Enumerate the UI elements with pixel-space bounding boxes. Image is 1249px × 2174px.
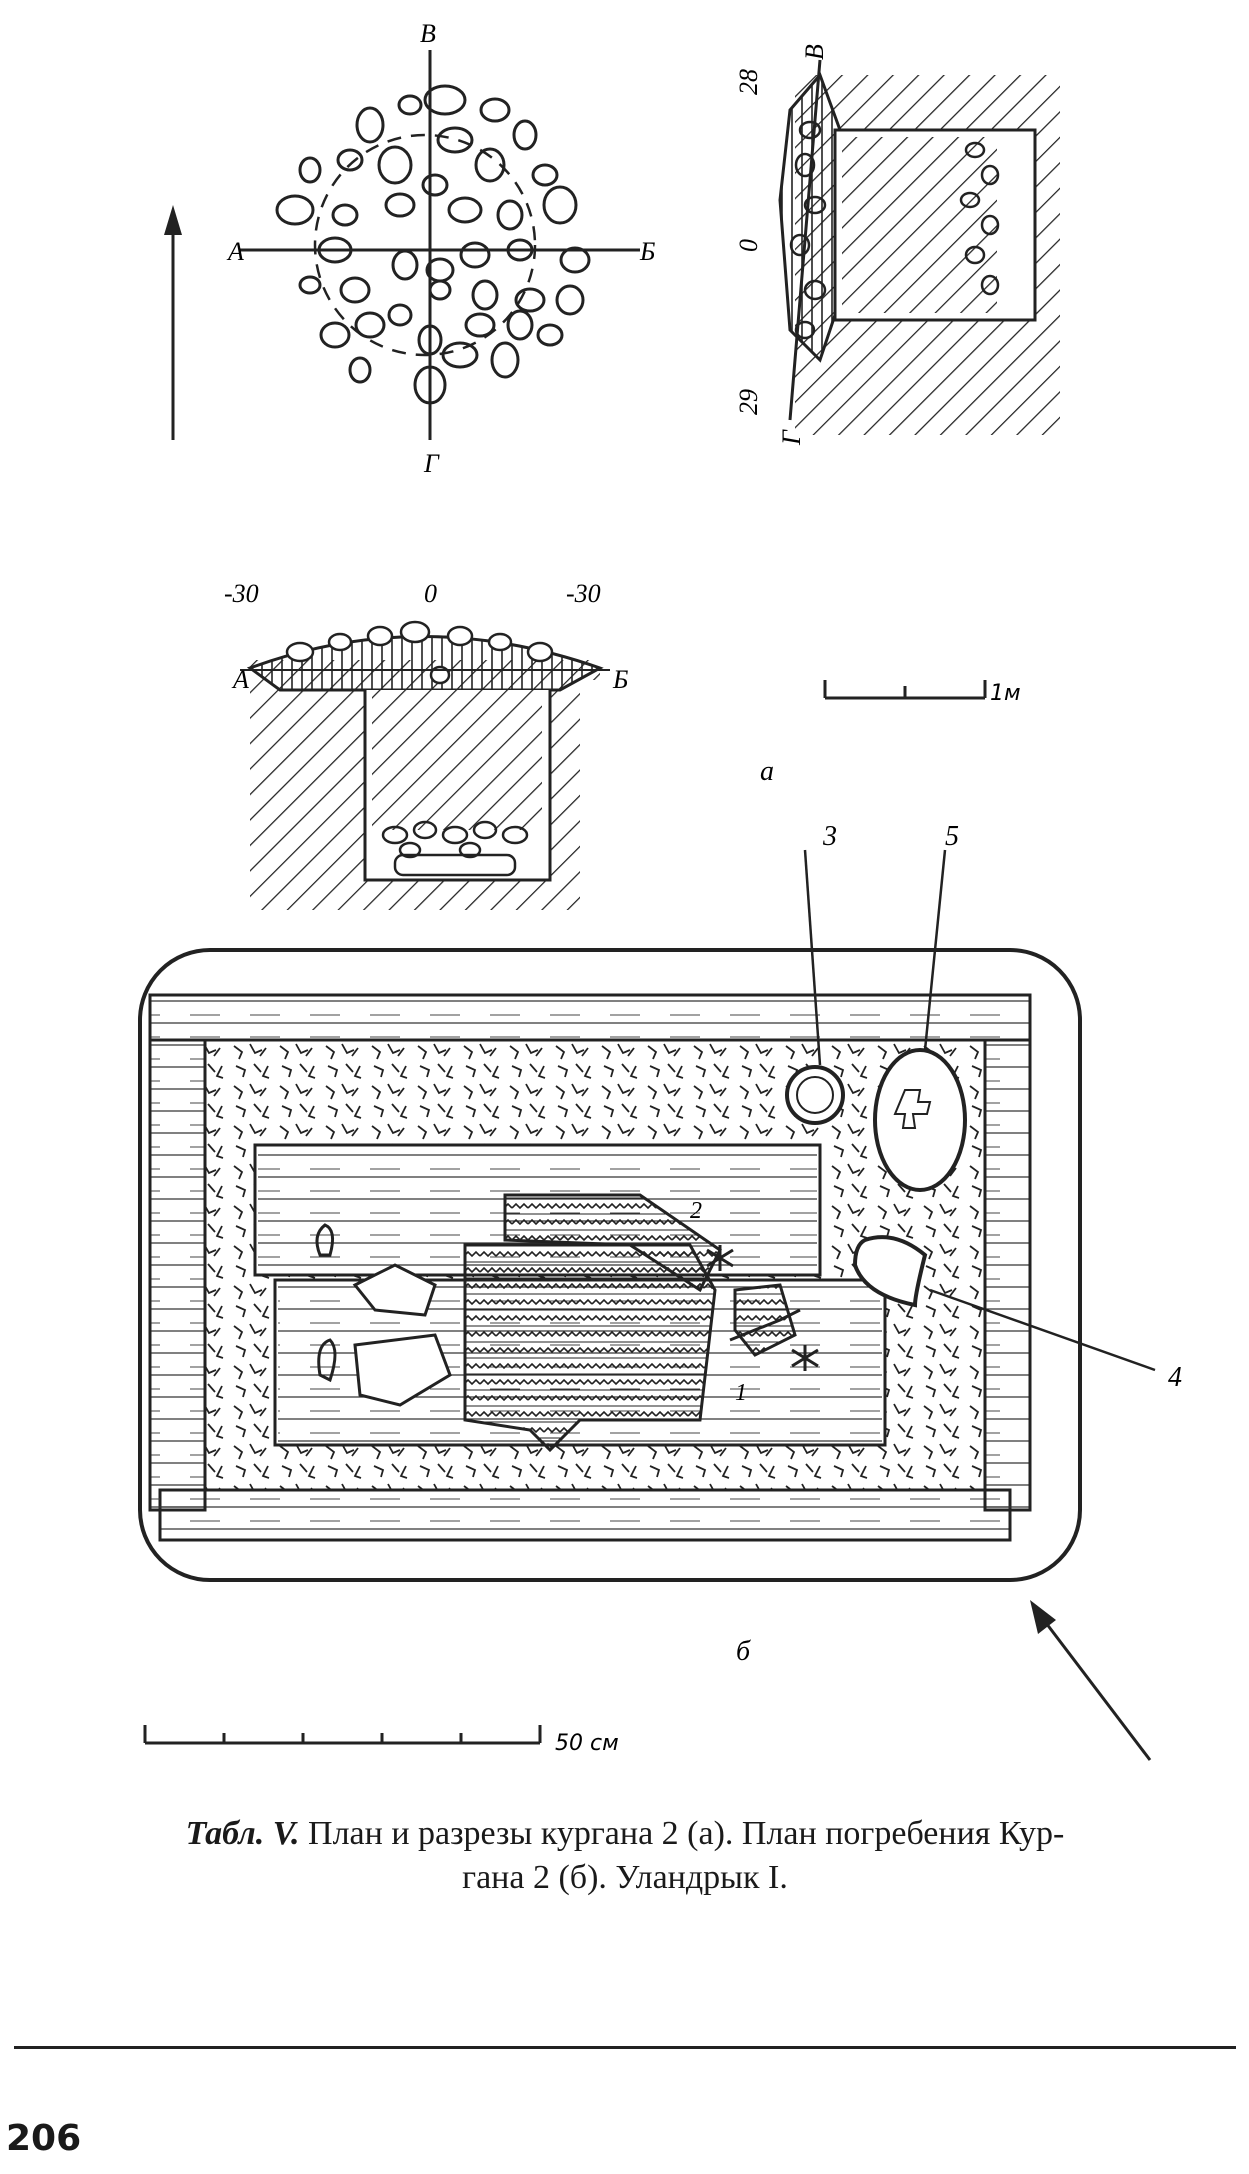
section-vg-val-bottom: 29: [734, 389, 763, 415]
figure-drawing: В Г А Б В Г 28 0 29: [138, 19, 1182, 1761]
caption-lead: Табл. V.: [185, 1815, 300, 1852]
plan-label-south: Г: [423, 449, 440, 478]
section-vg-bottom: Г: [777, 429, 806, 446]
section-ab-right: Б: [612, 665, 628, 694]
section-ab: [240, 620, 610, 910]
caption-line-1: Табл. V. План и разрезы кургана 2 (а). П…: [60, 1812, 1190, 1856]
panel-label-b: б: [736, 1636, 751, 1667]
section-ab-left: А: [231, 665, 249, 694]
mound-plan: [240, 50, 640, 440]
footer-rule: [14, 2046, 1236, 2049]
scale-label-50cm: 50 см: [555, 1731, 619, 1756]
caption-line-2: гана 2 (б). Уландрык I.: [462, 1859, 788, 1896]
find-label-2: 2: [690, 1198, 702, 1224]
scale-bar-50cm: [143, 1725, 542, 1745]
north-arrow: [164, 205, 182, 440]
figure-caption: Табл. V. План и разрезы кургана 2 (а). П…: [60, 1812, 1190, 1900]
burial-plan: [138, 849, 1156, 1582]
find-label-4: 4: [1168, 1362, 1182, 1393]
scale-label-1m: 1м: [990, 681, 1021, 706]
section-ab-mid-val: 0: [424, 579, 437, 608]
plan-label-west: А: [226, 237, 244, 266]
section-vg: [778, 59, 1060, 435]
section-vg-top: В: [800, 44, 829, 60]
find-label-3: 3: [822, 821, 837, 852]
plan-label-east: Б: [639, 237, 655, 266]
plan-label-north: В: [420, 19, 436, 48]
section-ab-left-val: -30: [224, 579, 259, 608]
section-ab-right-val: -30: [566, 579, 601, 608]
find-label-1: 1: [735, 1380, 747, 1406]
page-number: 206: [6, 2118, 82, 2159]
scale-bar-1m: [823, 680, 987, 700]
section-vg-val-top: 28: [734, 69, 763, 95]
caption-text-1: План и разрезы кургана 2 (а). План погре…: [308, 1815, 1065, 1852]
north-arrow-diagonal: [1030, 1600, 1152, 1761]
find-label-5: 5: [945, 821, 959, 852]
panel-label-a: а: [760, 756, 774, 787]
section-vg-val-mid: 0: [734, 239, 763, 252]
